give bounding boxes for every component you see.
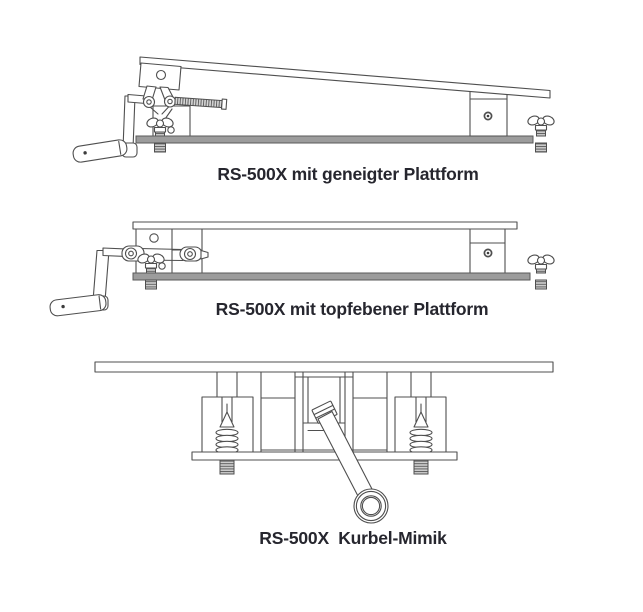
stud-right [536,268,546,274]
left-mount-block [138,62,182,91]
stud-nut-right [535,279,547,290]
right-mount-block [469,228,506,274]
base-rail [132,272,531,281]
right-mount-block [469,90,508,137]
inclined-plate [139,56,551,99]
flat-plate [132,221,518,230]
ring-handle [353,488,389,524]
wing-nut-right [525,113,557,131]
figure-inclined-platform-drawing [72,56,557,163]
stud-nut-right [535,142,547,153]
wing-nut-right [525,252,557,270]
caption-inclined-platform: RS-500X mit geneigter Plattform [217,164,479,184]
crank-handle [72,93,153,163]
wing-nut-left [144,115,176,137]
figure-crank-mechanism-drawing [94,361,554,524]
platform-plate [94,361,554,373]
stud-nut-left [145,279,157,290]
caption-crank-mechanism: RS-500X Kurbel-Mimik [259,528,447,548]
wing-nut-left [135,251,167,274]
base-plate [191,451,458,461]
toggle-linkage [142,85,177,115]
stud-nut-left [154,142,166,153]
stud-right [536,129,546,137]
figure-flat-platform-drawing [49,221,557,317]
threaded-spindle [174,96,228,110]
base-rail [135,135,534,144]
crank-handle [49,247,141,317]
caption-flat-platform: RS-500X mit topfebener Plattform [215,299,489,319]
